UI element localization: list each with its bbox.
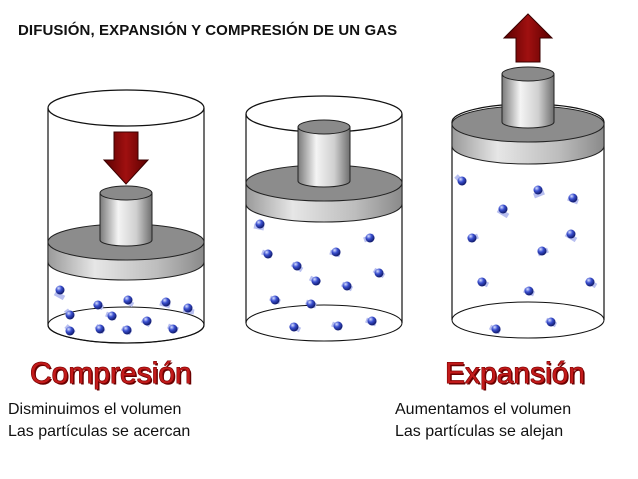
particles-expansion xyxy=(454,174,598,335)
cylinder-compression xyxy=(47,89,205,344)
particle xyxy=(122,295,135,308)
expansion-description: Aumentamos el volumen Las partículas se … xyxy=(395,399,571,443)
cylinder-expansion xyxy=(451,13,605,339)
cylinder-bottom-rim xyxy=(47,306,205,344)
cylinder-normal xyxy=(245,95,403,342)
particle xyxy=(140,316,152,328)
particle xyxy=(253,219,265,231)
particle xyxy=(363,233,375,243)
particle xyxy=(329,247,341,258)
particle xyxy=(261,249,273,259)
diagram-title: DIFUSIÓN, EXPANSIÓN Y COMPRESIÓN DE UN G… xyxy=(18,22,398,39)
particle xyxy=(92,300,105,311)
particle xyxy=(53,285,66,301)
expansion-line-1: Aumentamos el volumen xyxy=(395,401,572,418)
piston-rod-top xyxy=(501,66,555,82)
particle xyxy=(269,295,281,305)
particle xyxy=(105,311,117,321)
particle xyxy=(290,261,304,273)
particle xyxy=(564,229,578,243)
particle xyxy=(488,324,502,335)
particles-normal xyxy=(253,219,386,333)
particle xyxy=(120,325,133,336)
particle xyxy=(533,185,545,199)
particle xyxy=(308,275,322,286)
compression-description: Disminuimos el volumen Las partículas se… xyxy=(8,399,190,443)
particle xyxy=(584,277,598,289)
particle xyxy=(94,324,106,334)
piston-rod-top xyxy=(297,119,351,135)
compression-heading: Compresión xyxy=(30,357,192,390)
arrow-down-icon xyxy=(102,131,150,185)
expansion-heading: Expansión xyxy=(445,357,586,390)
particle xyxy=(64,308,75,320)
particle xyxy=(523,286,535,297)
particle xyxy=(365,316,377,327)
expansion-line-2: Las partículas se alejan xyxy=(395,423,564,440)
particle xyxy=(340,281,354,292)
particle xyxy=(537,246,549,257)
piston-rod xyxy=(99,192,153,247)
piston-rod xyxy=(501,73,555,129)
particle xyxy=(331,321,343,331)
compression-line-2: Las partículas se acercan xyxy=(8,423,191,440)
particles-compression xyxy=(53,285,195,336)
cylinder-bottom-rim xyxy=(245,304,403,342)
piston-rod xyxy=(297,126,351,188)
compression-line-1: Disminuimos el volumen xyxy=(8,401,182,418)
particle xyxy=(567,193,579,205)
particle xyxy=(167,323,179,334)
arrow-up-icon xyxy=(502,13,554,63)
particle xyxy=(372,267,386,279)
particle xyxy=(182,303,195,315)
particle xyxy=(454,174,467,186)
particle xyxy=(496,204,510,219)
particle xyxy=(467,233,479,243)
cylinder-top-rim xyxy=(47,89,205,127)
particle xyxy=(64,324,76,336)
particle xyxy=(159,297,171,309)
particle xyxy=(305,299,317,309)
particle xyxy=(476,277,490,288)
cylinder-bottom-rim xyxy=(451,301,605,339)
particle xyxy=(288,322,302,333)
piston-rod-top xyxy=(99,185,153,201)
particle xyxy=(544,317,558,328)
